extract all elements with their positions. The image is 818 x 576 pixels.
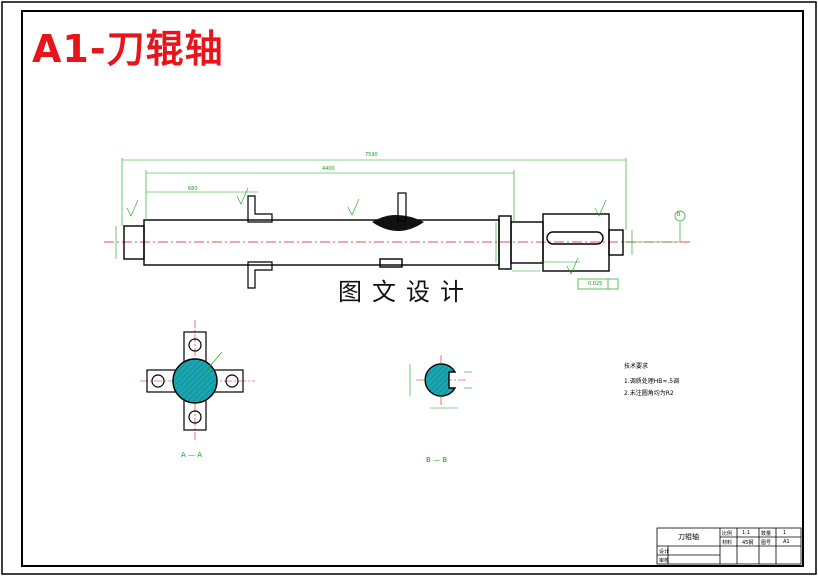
dim-flange-width: 680 (188, 186, 198, 192)
tb-cell-7: A1 (783, 539, 790, 545)
knife-brackets (247, 195, 273, 289)
tb-cell-6: 图号 (761, 540, 772, 546)
shaft-cutaway-hatch (372, 215, 424, 231)
tolerance-value: 0.025 (588, 281, 603, 287)
tech-req-heading: 技术要求 (624, 363, 649, 370)
section-a-label: A — A (181, 451, 203, 459)
watermark-text: 图文设计 (338, 278, 474, 306)
tb-cell-4: 材料 (722, 540, 733, 546)
inner-frame (21, 10, 804, 567)
tb-cell-5: 45钢 (742, 540, 754, 546)
tb-cell-8: 设计 (659, 549, 670, 555)
dim-overall-length: 7590 (365, 152, 378, 158)
tech-req-item-2: 2.未注圆角均为R2 (624, 390, 674, 397)
dimension-lines (115, 158, 681, 272)
tb-cell-2: 数量 (761, 531, 772, 537)
tb-cell-1: 1:1 (742, 530, 751, 536)
title-block-part-name: 刀辊轴 (678, 533, 699, 541)
datum-circle (674, 210, 686, 222)
section-b-b (409, 355, 472, 409)
key-stub (397, 192, 407, 222)
title-block (656, 527, 802, 565)
surface-finish-marks (126, 187, 607, 275)
tolerance-frame (577, 278, 619, 290)
tech-req-item-1: 1.调质处理HB≈.5调 (624, 378, 680, 385)
section-a-a (140, 320, 255, 442)
tb-cell-0: 比例 (722, 531, 733, 537)
dim-inner-length: 4400 (322, 166, 335, 172)
tb-cell-3: 1 (783, 530, 787, 536)
drawing-title: A1-刀辊轴 (32, 27, 224, 71)
datum-label: B (677, 212, 681, 218)
shaft-main-view (123, 213, 624, 272)
section-b-label: B — B (426, 456, 448, 464)
tb-cell-9: 审核 (659, 558, 670, 564)
